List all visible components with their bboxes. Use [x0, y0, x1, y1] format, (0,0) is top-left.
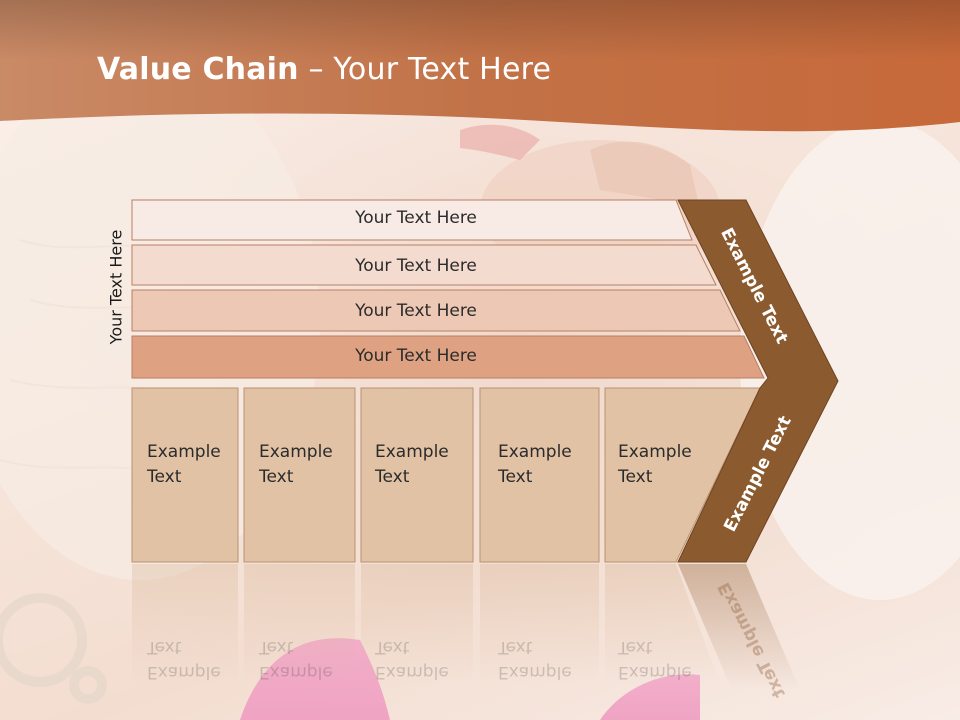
- box-1-shape: [131, 387, 239, 563]
- chevron-arrow-shape: [677, 199, 839, 563]
- box-4-line-1: Example: [498, 442, 572, 462]
- box-4-shape: [479, 387, 600, 563]
- box-3-line-2: Text: [375, 467, 410, 487]
- box-5-shape: [604, 387, 761, 563]
- box-label-5: Example Text: [618, 440, 713, 490]
- box-2-line-2: Text: [259, 467, 294, 487]
- title-bold: Value Chain: [97, 52, 299, 87]
- title-rest: – Your Text Here: [298, 52, 552, 87]
- box-3-line-1: Example: [375, 442, 449, 462]
- bar-1-shape: [131, 199, 693, 241]
- chevron-arrow-reflection: [678, 564, 800, 690]
- box-5-line-2: Text: [618, 467, 653, 487]
- box-2-reflection: [244, 564, 355, 684]
- box-2-line-1: Example: [259, 442, 333, 462]
- bar-label-1: Your Text Here: [355, 208, 477, 228]
- box-4-line-2: Text: [498, 467, 533, 487]
- bar-2-shape: [131, 244, 717, 286]
- bar-3-shape: [131, 289, 741, 332]
- box-1-reflection: [132, 564, 238, 684]
- bar-4-shape: [131, 335, 765, 379]
- box-5-line-1: Example: [618, 442, 692, 462]
- bar-label-2: Your Text Here: [355, 256, 477, 276]
- box-4-reflection: [480, 564, 599, 684]
- bar-label-3: Your Text Here: [355, 301, 477, 321]
- box-1-line-1: Example: [147, 442, 221, 462]
- box-3-reflection: [361, 564, 473, 684]
- bar-label-4: Your Text Here: [355, 346, 477, 366]
- box-1-line-2: Text: [147, 467, 182, 487]
- box-2-shape: [243, 387, 356, 563]
- header-band: [0, 0, 960, 132]
- box-3-shape: [360, 387, 474, 563]
- box-5-reflection: [605, 564, 720, 684]
- slide-title: Value Chain – Your Text Here: [97, 52, 551, 87]
- box-label-1: Example Text: [147, 440, 242, 490]
- box-label-4: Example Text: [498, 440, 593, 490]
- box-label-3: Example Text: [375, 440, 470, 490]
- box-label-2: Example Text: [259, 440, 354, 490]
